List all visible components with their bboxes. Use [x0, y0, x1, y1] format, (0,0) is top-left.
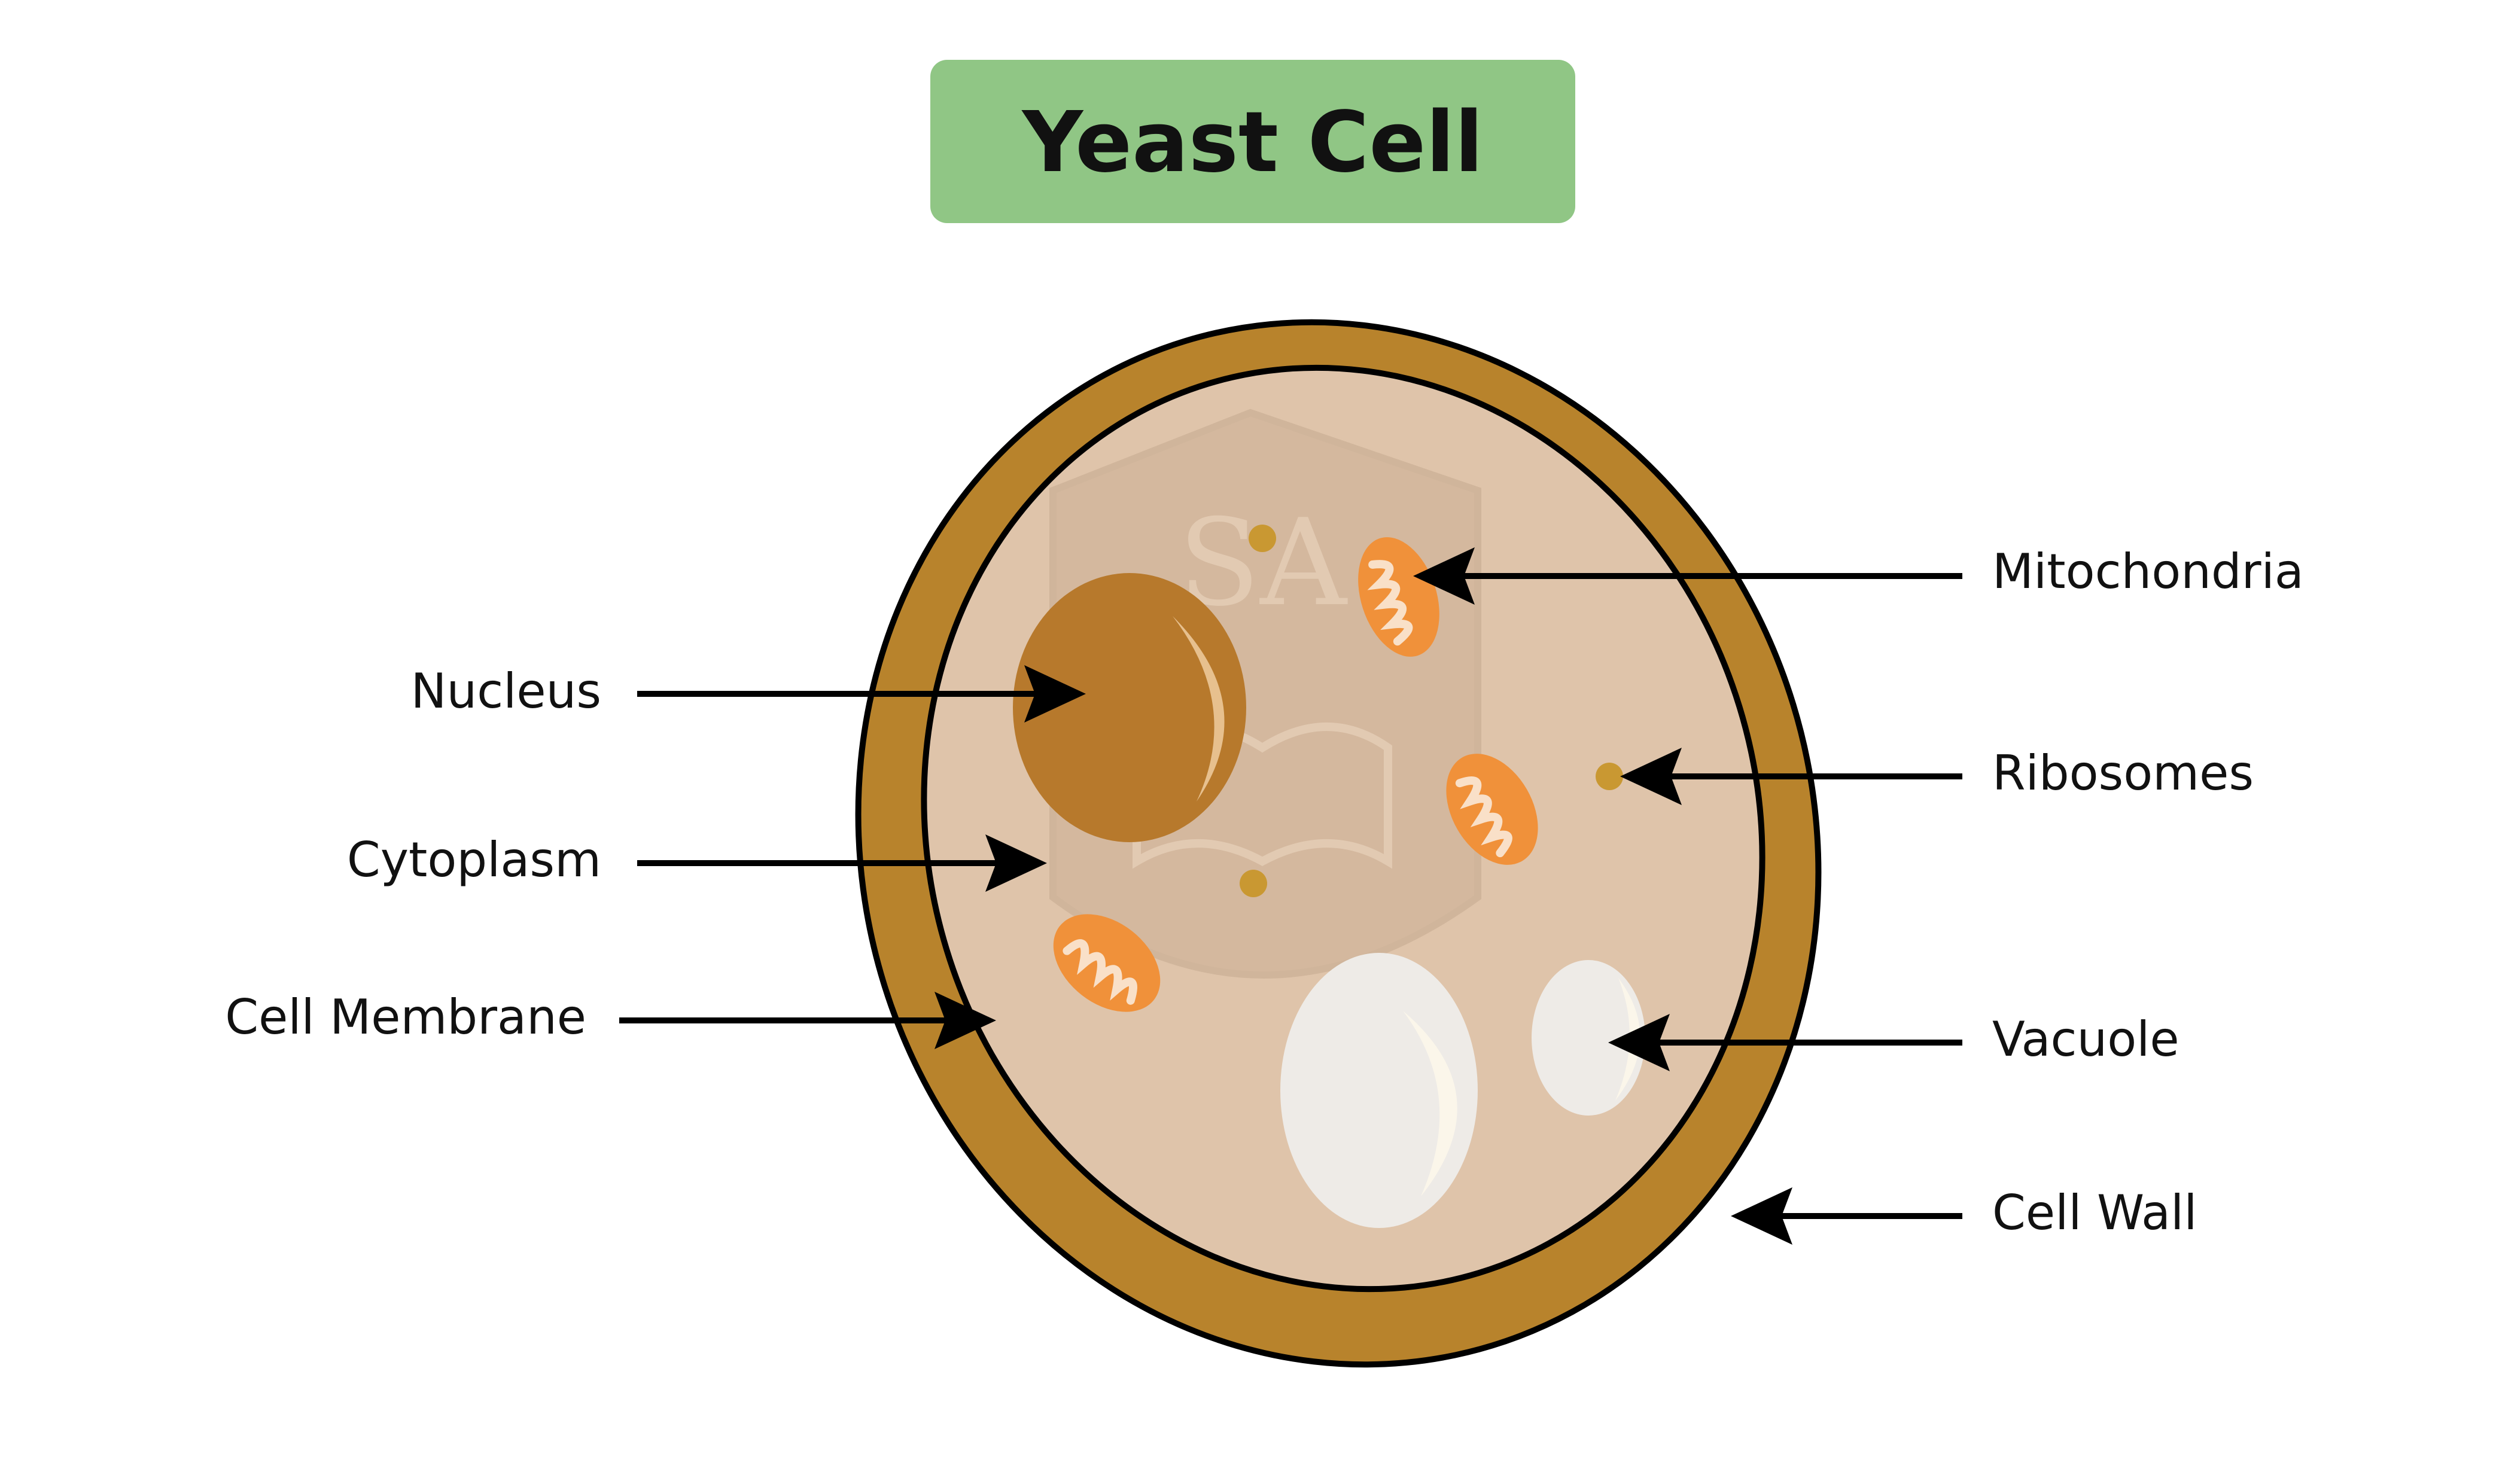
vacuole-small [1532, 960, 1645, 1116]
label-mitochondria: Mitochondria [1413, 544, 2304, 605]
arrow-cytoplasm-head [985, 834, 1047, 892]
label-ribosomes-text: Ribosomes [1992, 745, 2254, 801]
label-vacuole-text: Vacuole [1992, 1011, 2180, 1067]
arrow-vacuole-head [1608, 1014, 1670, 1071]
title-text: Yeast Cell [1021, 94, 1484, 191]
label-nucleus: Nucleus [411, 663, 1086, 723]
mitochondrion-cristae [1367, 560, 1413, 646]
label-cell-wall-text: Cell Wall [1992, 1185, 2197, 1241]
ribosome-3 [1240, 870, 1267, 897]
vacuole-body [1532, 960, 1645, 1116]
ribosome-1 [1249, 525, 1276, 552]
cell: SA [855, 319, 1822, 1368]
label-cytoplasm: Cytoplasm [347, 832, 1047, 892]
mitochondrion-3 [1053, 914, 1161, 1012]
arrow-mitochondria-head [1413, 547, 1475, 605]
vacuole-large [1280, 953, 1478, 1228]
ribosome-2 [1596, 763, 1623, 790]
label-cell-wall: Cell Wall [1731, 1185, 2197, 1245]
label-mitochondria-text: Mitochondria [1992, 544, 2304, 599]
mitochondrion-cristae [1063, 939, 1137, 1005]
vacuole-highlight [1403, 1011, 1457, 1196]
label-cytoplasm-text: Cytoplasm [347, 832, 601, 888]
nucleus-highlight [1173, 616, 1225, 802]
label-ribosomes: Ribosomes [1620, 745, 2254, 805]
mitochondrion-1 [1358, 537, 1439, 657]
label-vacuole: Vacuole [1608, 1011, 2180, 1071]
label-cell-membrane: Cell Membrane [225, 989, 996, 1049]
arrow-cell-wall-head [1731, 1187, 1792, 1245]
vacuole-body [1280, 953, 1478, 1228]
label-cell-membrane-text: Cell Membrane [225, 989, 586, 1045]
arrow-ribosomes-head [1620, 748, 1682, 805]
nucleus [1013, 573, 1246, 842]
nucleus-body [1013, 573, 1246, 842]
title-group: Yeast Cell [930, 60, 1575, 223]
arrow-cell-membrane-head [935, 992, 996, 1049]
mitochondrion-2 [1446, 754, 1538, 865]
mitochondrion-cristae [1455, 776, 1512, 858]
title-box [930, 60, 1575, 223]
vacuole-highlight [1615, 978, 1640, 1101]
arrow-nucleus-head [1024, 665, 1086, 723]
label-nucleus-text: Nucleus [411, 663, 601, 719]
